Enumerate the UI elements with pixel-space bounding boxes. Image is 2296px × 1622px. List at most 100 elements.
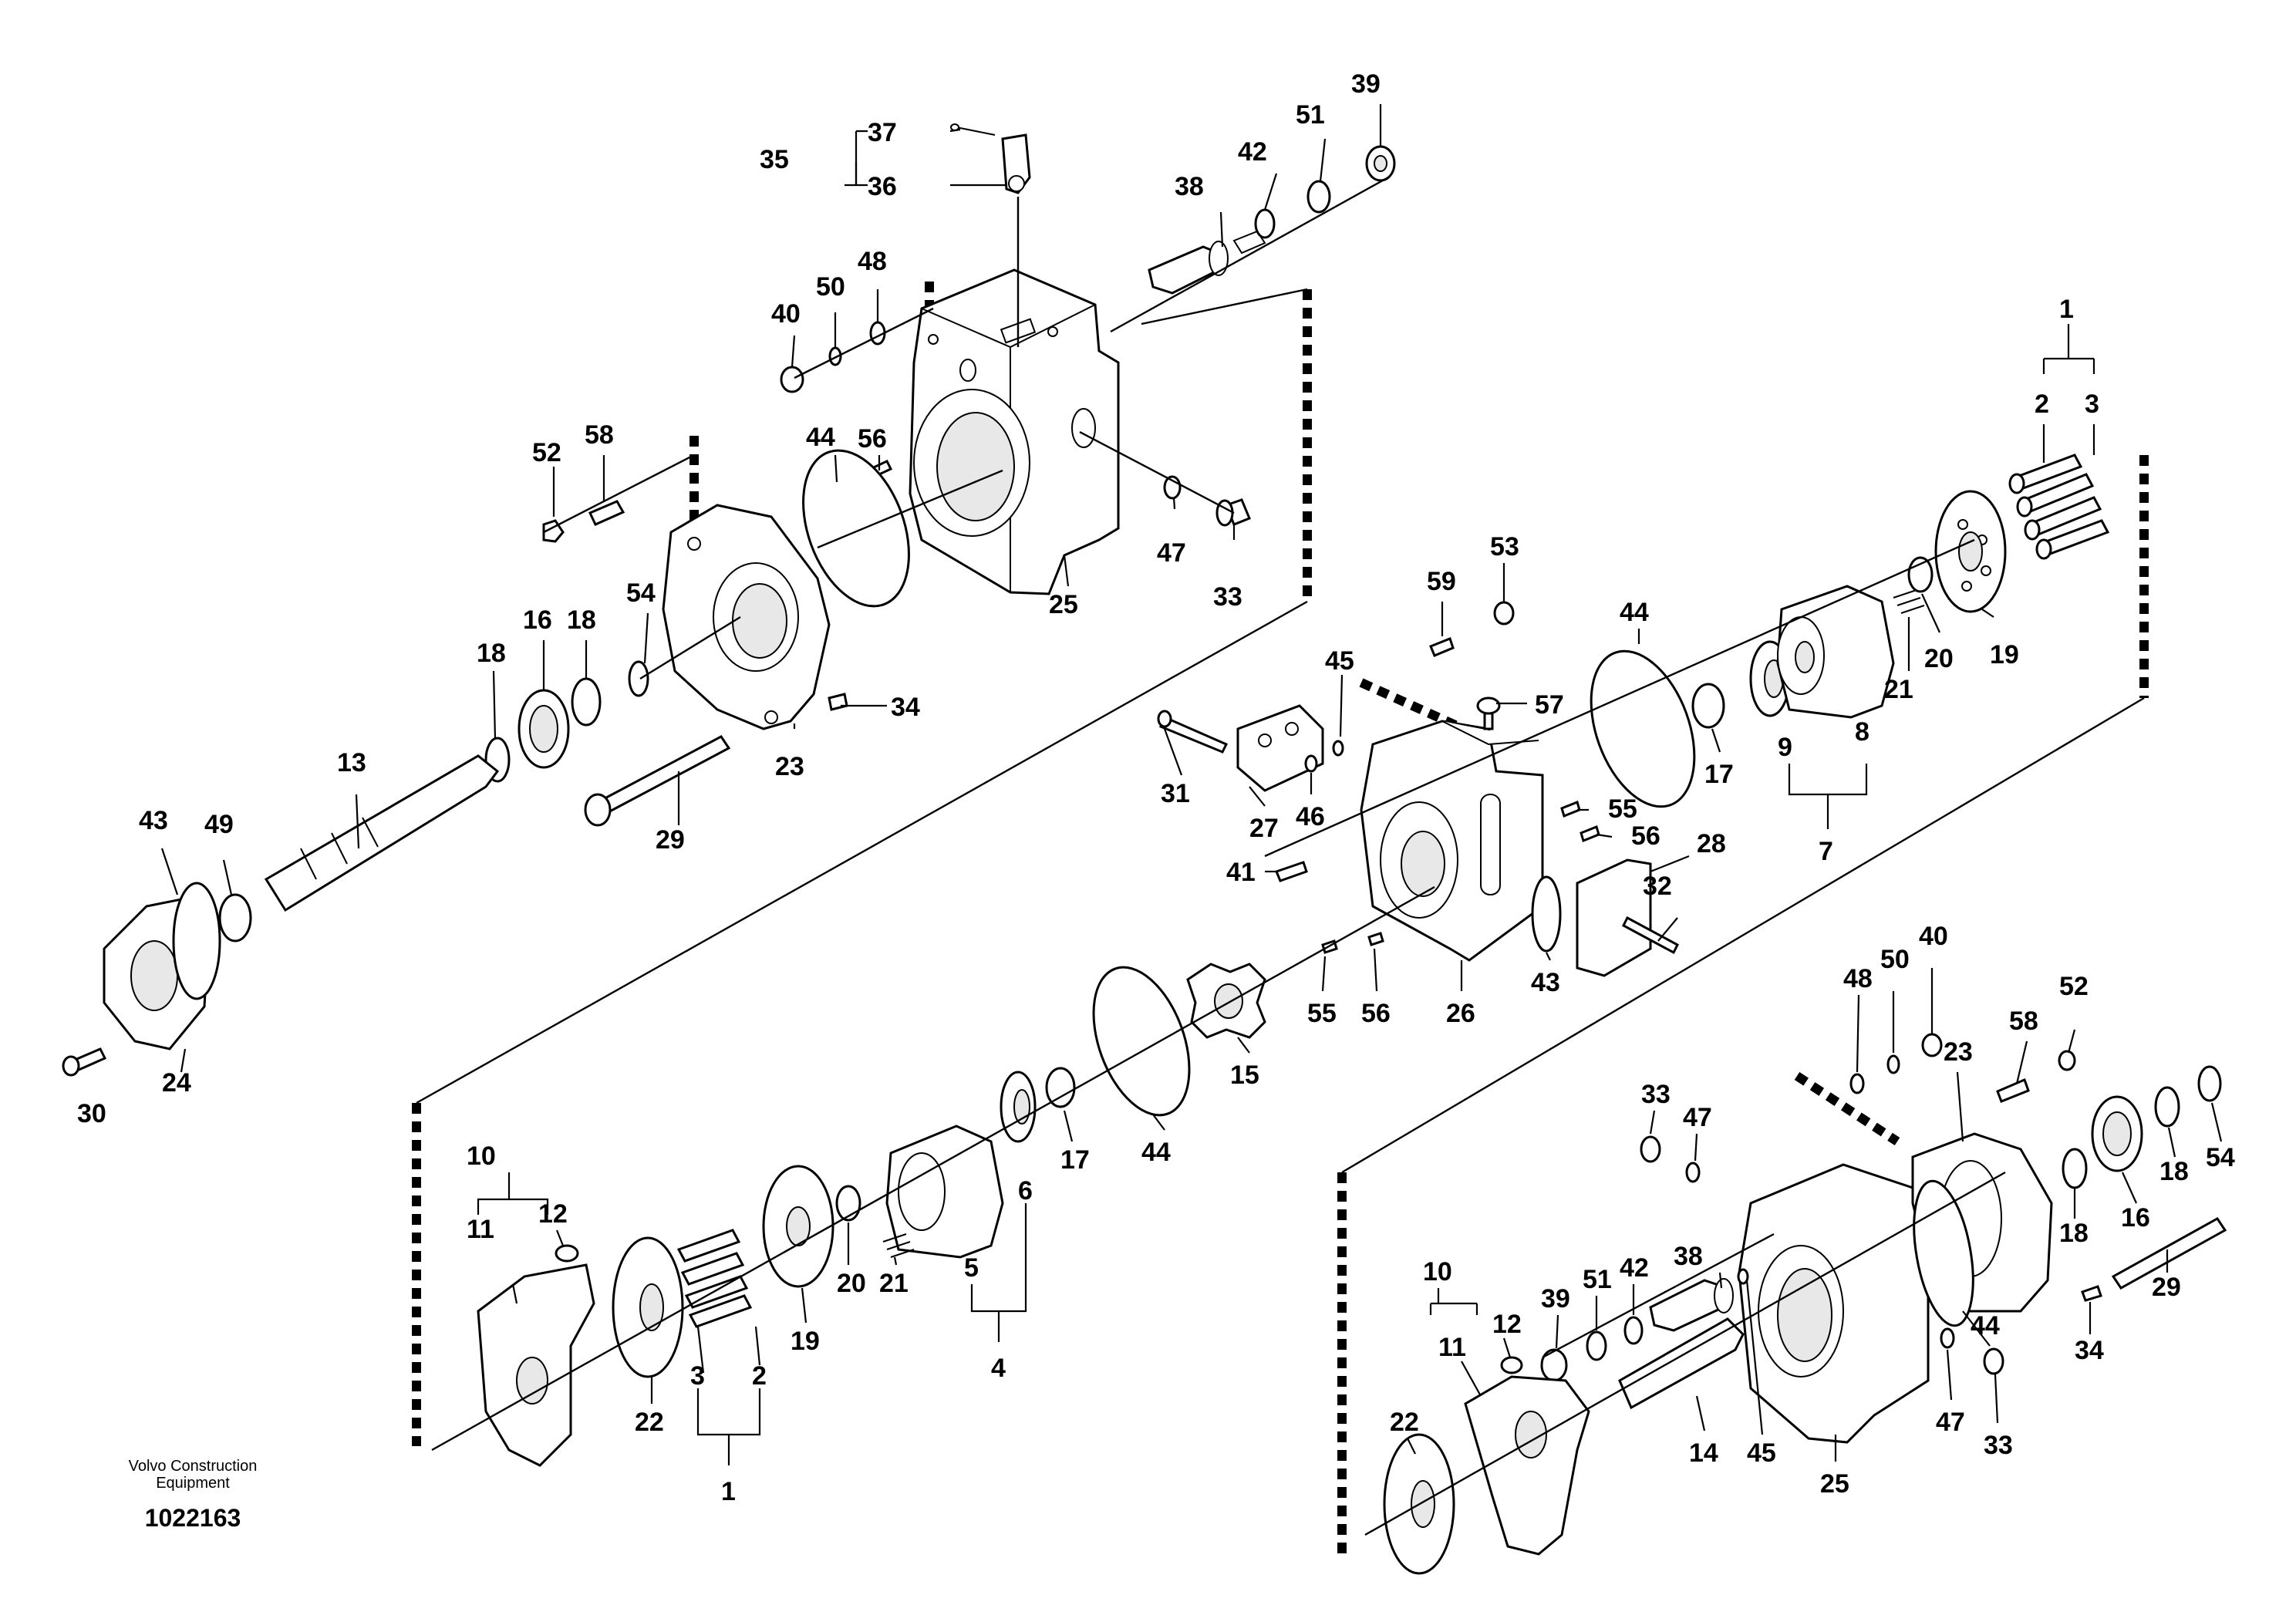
callout-47: 47 <box>1157 538 1186 568</box>
flange-23-upper <box>662 504 831 730</box>
stud-58-lower <box>1996 1077 2030 1103</box>
callout-35: 35 <box>760 145 789 174</box>
servo-piston-38-upper <box>1148 230 1266 295</box>
bolt-31 <box>1157 710 1229 754</box>
callout-15: 15 <box>1230 1061 1259 1090</box>
bolt-32 <box>1622 916 1679 955</box>
callout-9: 9 <box>1778 733 1792 762</box>
callout-26: 26 <box>1446 999 1475 1028</box>
callout-58: 58 <box>2009 1007 2038 1036</box>
pump-housing-25-upper <box>909 268 1120 595</box>
bushing-17-upper <box>1691 683 1725 729</box>
valve-plate-6 <box>1000 1071 1037 1143</box>
callout-16: 16 <box>523 605 552 635</box>
pin-56-centre-lower <box>1367 932 1384 946</box>
plug-39-lower <box>1540 1348 1568 1382</box>
ring-54-lower <box>2197 1065 2222 1102</box>
callout-33: 33 <box>1213 582 1242 612</box>
callout-52: 52 <box>2059 972 2089 1001</box>
o-ring-51-lower <box>1586 1330 1607 1361</box>
callout-54: 54 <box>2206 1143 2235 1172</box>
bolt-29-upper <box>584 735 731 827</box>
fitting-57 <box>1476 696 1501 730</box>
callout-56: 56 <box>1631 821 1660 851</box>
callout-34: 34 <box>2075 1336 2104 1365</box>
callout-56: 56 <box>858 424 887 454</box>
callout-12: 12 <box>538 1199 568 1229</box>
cover-plate-27 <box>1236 704 1324 792</box>
callout-32: 32 <box>1643 872 1672 901</box>
stud-58-upper <box>588 500 625 526</box>
callout-47: 47 <box>1936 1408 1965 1437</box>
callout-43: 43 <box>1531 968 1560 997</box>
callout-44: 44 <box>1620 598 1649 627</box>
seal-ring-42-upper <box>1254 208 1276 239</box>
callout-34: 34 <box>891 693 920 722</box>
brand-line-1: Volvo Construction <box>128 1458 258 1475</box>
swash-plate-11-lower-right <box>1464 1375 1590 1556</box>
guide-20-upper <box>1907 556 1934 593</box>
callout-29: 29 <box>2152 1273 2181 1302</box>
pin-59 <box>1429 637 1455 657</box>
callout-55: 55 <box>1307 999 1337 1028</box>
washer-50-lower <box>1886 1054 1900 1074</box>
o-ring-47-lower-bottom <box>1940 1327 1955 1349</box>
callout-2: 2 <box>752 1361 767 1391</box>
feedback-lever-36 <box>950 123 1031 194</box>
callout-22: 22 <box>1390 1408 1419 1437</box>
plug-33-lower-bottom <box>1983 1347 2004 1375</box>
nut-52-upper <box>542 519 565 543</box>
o-ring-44-lower <box>1913 1179 1974 1327</box>
callout-42: 42 <box>1238 137 1267 167</box>
part-callouts: 35 37 36 38 42 51 39 40 50 48 52 58 56 4… <box>77 69 2235 1506</box>
bushing-17-lower <box>1045 1067 1076 1108</box>
callout-44: 44 <box>1971 1311 2000 1340</box>
servo-piston-38-lower <box>1649 1278 1734 1332</box>
ring-18-lower-a <box>2062 1148 2088 1189</box>
callout-14: 14 <box>1689 1438 1718 1468</box>
piston-set-1-lower <box>676 1229 753 1328</box>
callout-44: 44 <box>806 423 835 452</box>
pin-12-lower-left <box>555 1244 579 1263</box>
retainer-plate-19-upper <box>1934 490 2007 613</box>
drawing-number: 1022163 <box>144 1504 241 1532</box>
callout-56: 56 <box>1361 999 1391 1028</box>
callout-53: 53 <box>1490 532 1519 561</box>
callout-40: 40 <box>771 299 801 329</box>
bearing-16-upper <box>518 689 570 769</box>
callout-55: 55 <box>1608 794 1637 824</box>
oil-seal-43-upper <box>172 882 221 1000</box>
o-ring-47-lower-top <box>1685 1162 1701 1183</box>
callout-27: 27 <box>1249 814 1279 843</box>
callout-4: 4 <box>991 1354 1006 1383</box>
callout-54: 54 <box>626 578 656 608</box>
callout-31: 31 <box>1161 779 1190 808</box>
pin-34-lower <box>2081 1285 2102 1302</box>
callout-8: 8 <box>1855 717 1870 747</box>
spring-21-lower <box>882 1233 915 1258</box>
callout-18: 18 <box>2059 1219 2089 1248</box>
callout-36: 36 <box>868 172 897 201</box>
callout-16: 16 <box>2121 1203 2150 1233</box>
pump-housing-25-lower <box>1738 1163 1930 1444</box>
callout-13: 13 <box>337 748 366 777</box>
callout-49: 49 <box>204 810 234 839</box>
callout-38: 38 <box>1674 1242 1703 1271</box>
guide-20-lower <box>835 1185 861 1222</box>
callout-28: 28 <box>1697 829 1726 858</box>
pin-34-upper <box>828 693 848 711</box>
callout-20: 20 <box>837 1269 866 1298</box>
callout-44: 44 <box>1141 1138 1171 1167</box>
callout-20: 20 <box>1924 644 1954 673</box>
callout-40: 40 <box>1919 922 1948 951</box>
cylinder-block-8 <box>1776 585 1895 719</box>
spring-21-upper <box>1893 589 1925 614</box>
ring-18-right-upper <box>571 677 602 727</box>
ring-54-upper <box>628 660 649 697</box>
callout-22: 22 <box>635 1408 664 1437</box>
callout-45: 45 <box>1325 646 1354 676</box>
callout-23: 23 <box>1944 1037 1973 1067</box>
callout-21: 21 <box>1884 675 1913 704</box>
callout-11: 11 <box>1438 1333 1466 1362</box>
callout-3: 3 <box>2085 389 2099 419</box>
